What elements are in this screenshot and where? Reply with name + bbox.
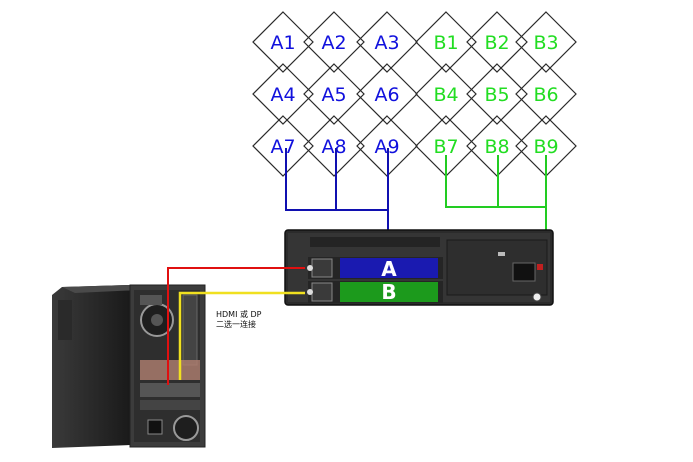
tile-label-b9: B9 <box>533 136 558 158</box>
input-card-a: A <box>307 257 443 281</box>
wall-tile <box>356 11 418 73</box>
wall-tile <box>515 11 577 73</box>
port-b-label: B <box>381 280 396 304</box>
wall-tile <box>303 63 365 125</box>
tile-label-b6: B6 <box>533 84 558 106</box>
caption-line-2: 二选一连接 <box>216 319 256 329</box>
power-switch-icon <box>537 264 543 270</box>
port-a-label: A <box>381 257 397 281</box>
tile-label-b4: B4 <box>433 84 458 106</box>
indicator-led <box>498 252 505 256</box>
wall-tile <box>356 63 418 125</box>
tile-label-a9: A9 <box>374 136 399 158</box>
ground-screw-icon <box>532 292 542 302</box>
tile-label-a4: A4 <box>270 84 295 106</box>
tile-label-b1: B1 <box>433 32 458 54</box>
wall-tile <box>415 63 477 125</box>
green-wire-b7 <box>445 155 546 208</box>
pc-workstation <box>52 284 206 448</box>
wall-tile <box>303 11 365 73</box>
wall-tile <box>252 63 314 125</box>
port-b-panel <box>340 282 438 302</box>
psu-fan-icon <box>173 415 199 441</box>
wall-tile <box>303 115 365 177</box>
connection-caption: HDMI 或 DP 二选一连接 <box>216 309 262 329</box>
tile-label-b8: B8 <box>484 136 509 158</box>
yellow-cable <box>178 291 305 380</box>
red-cable <box>167 267 305 385</box>
wall-tile <box>515 63 577 125</box>
wall-tile <box>252 11 314 73</box>
tile-label-b2: B2 <box>484 32 509 54</box>
tile-label-a2: A2 <box>321 32 346 54</box>
tile-label-b5: B5 <box>484 84 509 106</box>
power-socket-icon <box>512 262 536 282</box>
wall-tile-outlines <box>252 11 577 177</box>
port-a-panel <box>340 258 438 278</box>
wall-tile <box>252 115 314 177</box>
caption-line-1: HDMI 或 DP <box>216 309 262 319</box>
wall-tile <box>415 11 477 73</box>
tile-label-a5: A5 <box>321 84 346 106</box>
tile-label-a1: A1 <box>270 32 295 54</box>
wall-tile <box>466 63 528 125</box>
tile-label-a7: A7 <box>270 136 295 158</box>
tile-label-a6: A6 <box>374 84 399 106</box>
tile-label-a3: A3 <box>374 32 399 54</box>
tile-label-b3: B3 <box>533 32 558 54</box>
video-wall-controller: A B <box>284 229 554 306</box>
tile-label-b7: B7 <box>433 136 458 158</box>
input-card-b: B <box>307 280 443 304</box>
pc-power-socket-icon <box>147 419 163 435</box>
tile-label-a8: A8 <box>321 136 346 158</box>
wall-tile <box>466 11 528 73</box>
